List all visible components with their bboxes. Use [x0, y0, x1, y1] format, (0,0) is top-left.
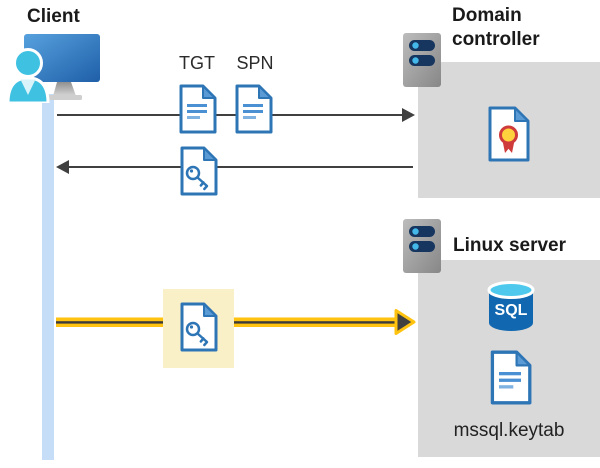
key-document-icon-top	[178, 146, 218, 196]
sql-database-icon: SQL	[485, 281, 537, 333]
sql-text: SQL	[495, 302, 528, 319]
monitor-stand	[53, 82, 76, 96]
arrow-dc-to-client-head	[56, 160, 69, 174]
domain-controller-server-icon	[402, 32, 442, 88]
yellow-arrow-client-to-linux	[54, 306, 416, 338]
yellow-arrow-head	[394, 309, 416, 335]
tgt-document-icon	[177, 84, 217, 134]
linux-server-icon	[402, 218, 442, 274]
keytab-file-label: mssql.keytab	[453, 420, 565, 441]
client-label: Client	[27, 6, 80, 27]
monitor-screen	[24, 34, 100, 82]
tgt-label: TGT	[179, 53, 215, 73]
certificate-icon	[486, 106, 532, 162]
client-icon	[4, 33, 102, 103]
arrow-client-to-dc-line	[57, 114, 404, 116]
spn-label: SPN	[236, 53, 274, 73]
spn-document-icon	[233, 84, 273, 134]
domain-controller-label: Domain controller	[452, 5, 540, 50]
arrow-dc-to-client-line	[68, 166, 413, 168]
arrow-client-to-dc-head	[402, 108, 415, 122]
keytab-document-icon	[488, 350, 532, 405]
monitor-base	[49, 95, 82, 100]
person-head	[13, 48, 43, 78]
client-timeline	[42, 94, 54, 460]
key-document-icon-bottom	[178, 301, 218, 353]
person-collar	[20, 79, 36, 95]
linux-server-label: Linux server	[453, 235, 566, 256]
